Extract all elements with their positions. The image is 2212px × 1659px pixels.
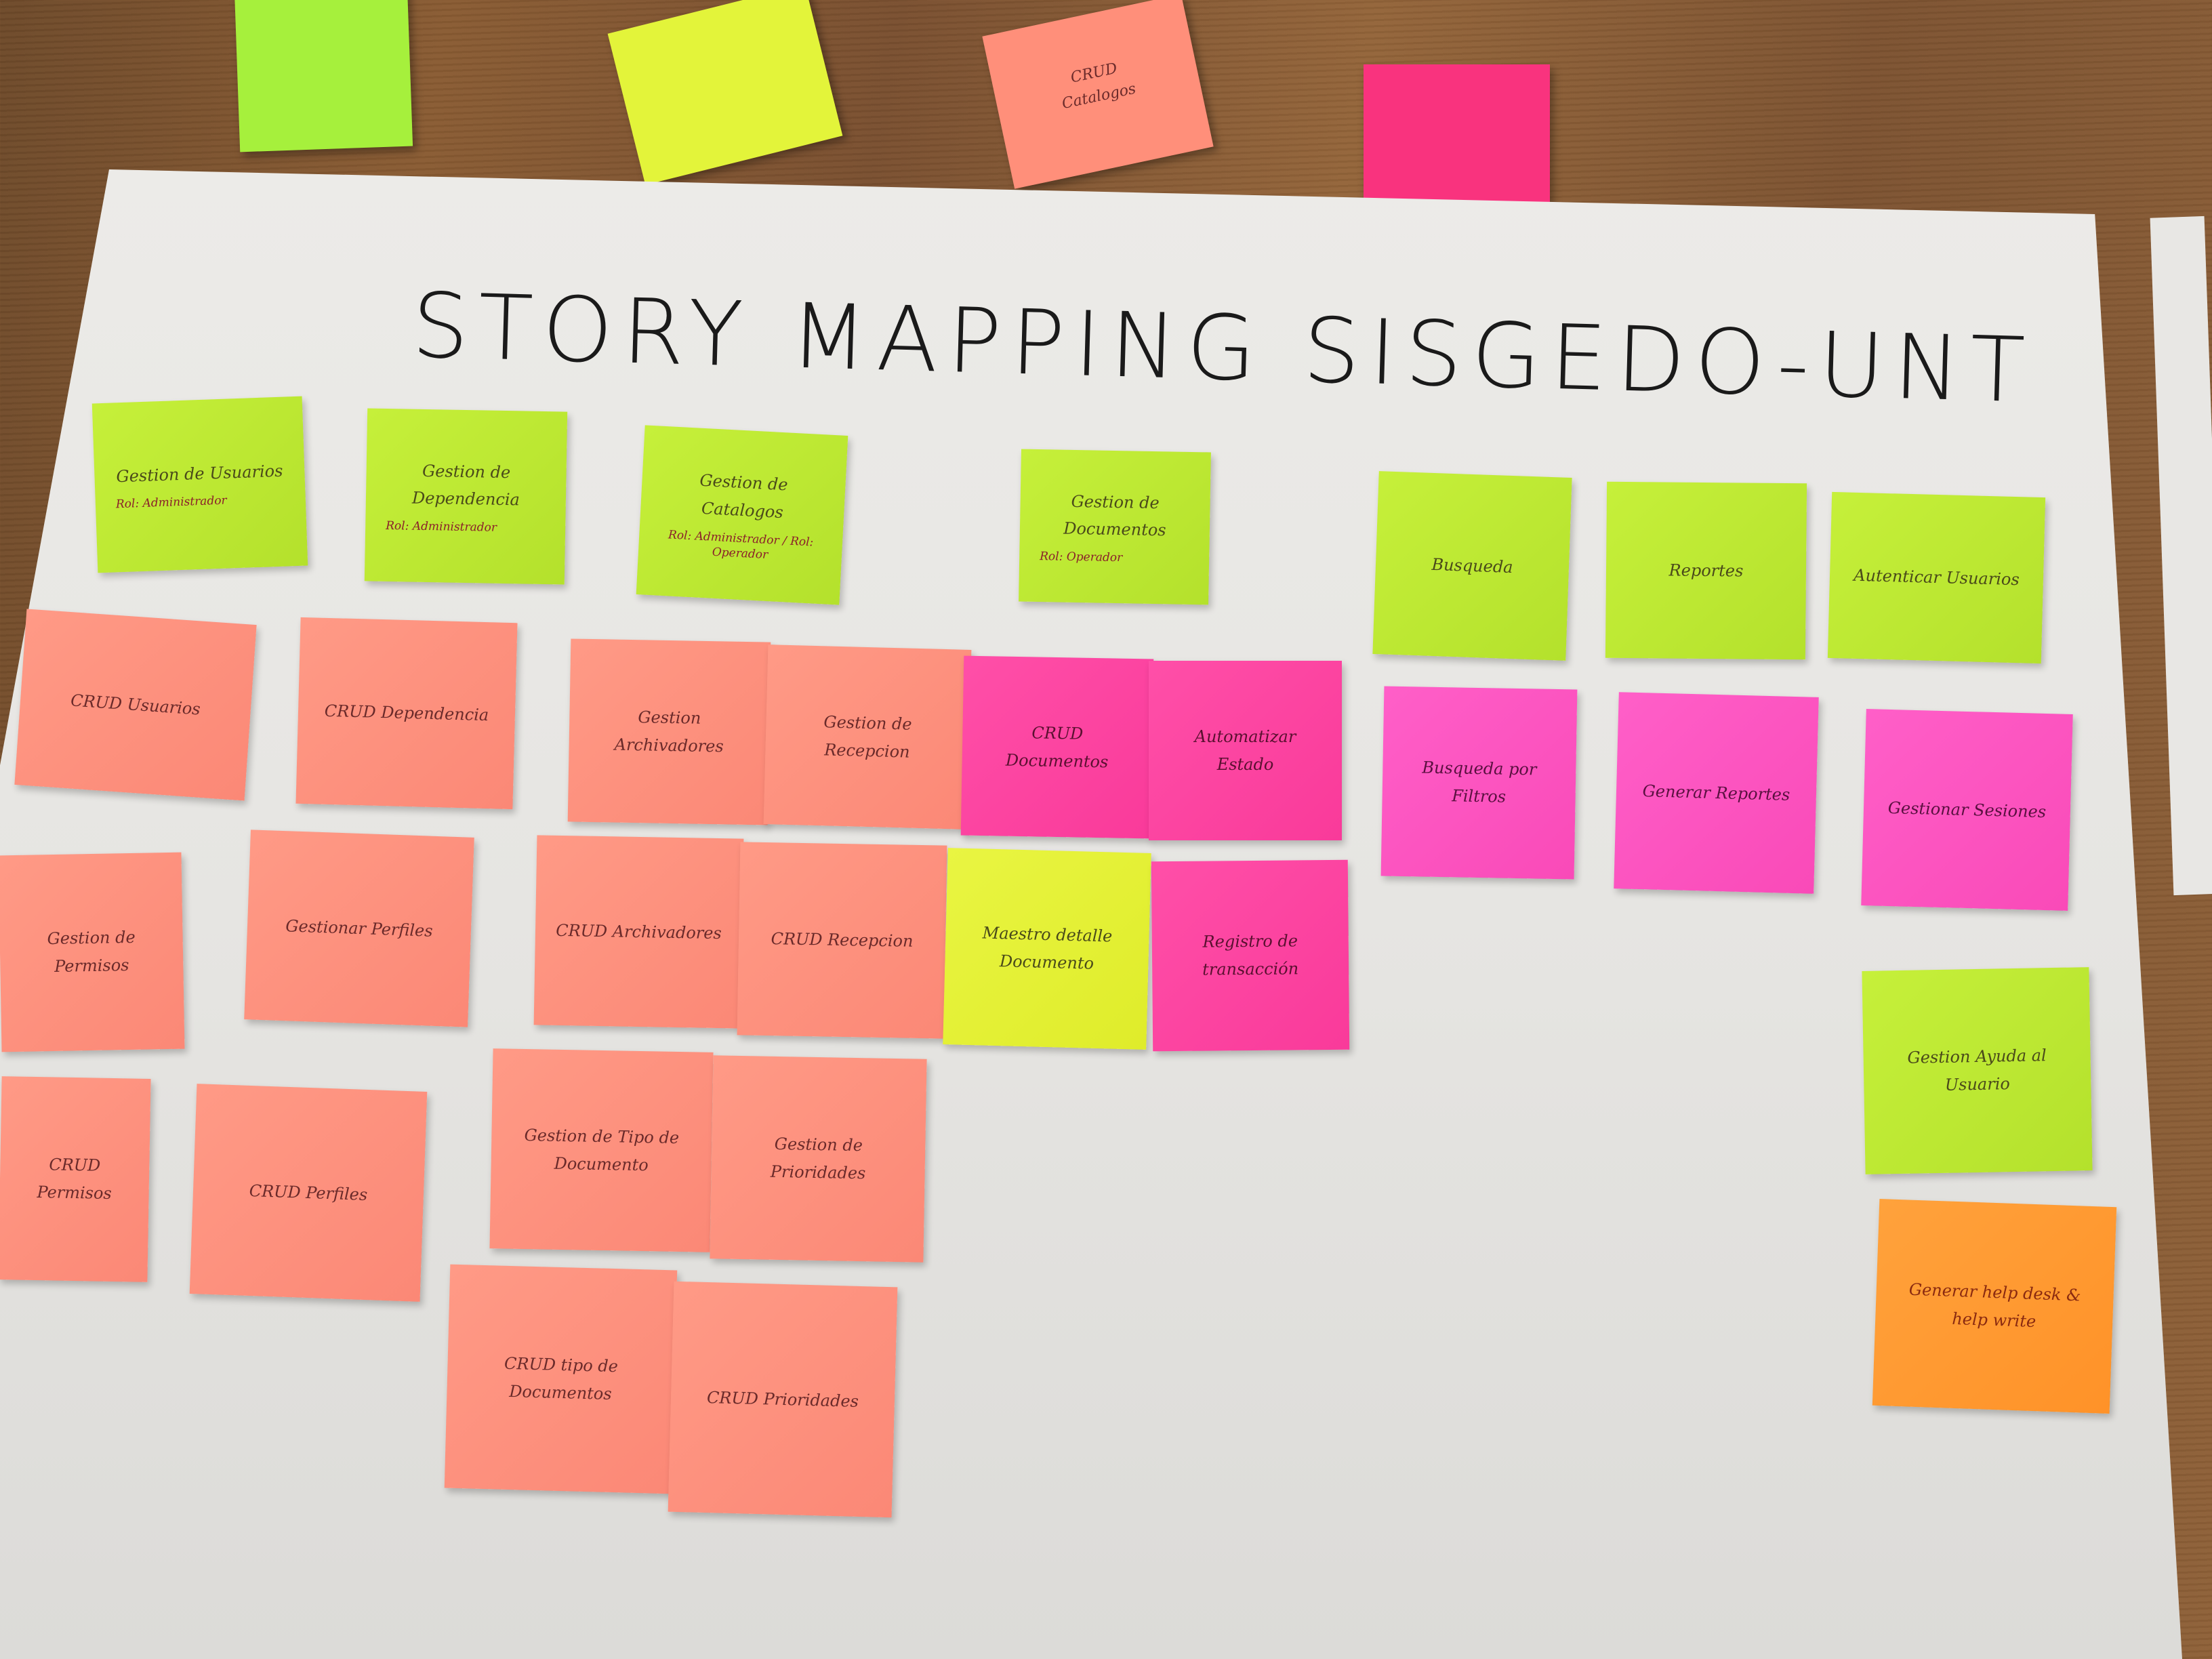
story-crud-usuarios: CRUD Usuarios: [14, 609, 257, 801]
note-label: Busqueda: [1431, 554, 1514, 577]
note-label: Gestion de Permisos: [47, 928, 136, 976]
story-gestion-tipo-documento: Gestion de Tipo de Documento: [489, 1048, 714, 1252]
story-generar-reportes: Generar Reportes: [1614, 692, 1819, 894]
story-registro-transaccion: Registro de transacción: [1151, 859, 1350, 1052]
note-label: CRUD Documentos: [1005, 723, 1109, 771]
note-label: CRUD Perfiles: [249, 1181, 368, 1204]
epic-reportes: Reportes: [1605, 481, 1807, 660]
note-label: Generar Reportes: [1642, 781, 1790, 804]
loose-green-note: [234, 0, 413, 152]
story-gestion-prioridades: Gestion de Prioridades: [710, 1055, 927, 1263]
note-label: Gestion de Documentos: [1063, 491, 1166, 540]
story-crud-archivadores: CRUD Archivadores: [533, 835, 744, 1029]
note-label: CRUD Recepcion: [771, 929, 914, 951]
note-label: Gestion de Catalogos: [699, 470, 789, 523]
story-maestro-detalle-documento: Maestro detalle Documento: [943, 848, 1151, 1050]
story-crud-documentos: CRUD Documentos: [960, 655, 1154, 839]
story-crud-tipo-documentos: CRUD tipo de Documentos: [444, 1264, 678, 1494]
note-label: Gestion Ayuda al Usuario: [1907, 1046, 2047, 1094]
note-label: CRUD Dependencia: [324, 701, 489, 725]
story-crud-perfiles: CRUD Perfiles: [189, 1084, 428, 1302]
note-label: Busqueda por Filtros: [1422, 758, 1537, 806]
note-label: CRUD Archivadores: [555, 920, 722, 943]
note-label: Gestion Archivadores: [614, 708, 724, 756]
story-gestion-recepcion: Gestion de Recepcion: [763, 644, 972, 830]
note-label: CRUD Prioridades: [706, 1387, 859, 1411]
epic-gestion-usuarios: Gestion de Usuarios Rol: Administrador: [91, 396, 308, 573]
note-role: Rol: Operador: [1040, 550, 1123, 565]
note-label: CRUD tipo de Documentos: [504, 1354, 619, 1404]
note-label: Gestionar Perfiles: [285, 916, 434, 941]
note-role: Rol: Administrador: [386, 519, 497, 535]
loose-note-label: CRUD Catalogos: [1060, 60, 1138, 113]
note-label: Automatizar Estado: [1194, 726, 1296, 774]
epic-gestion-ayuda-usuario: Gestion Ayuda al Usuario: [1862, 967, 2093, 1174]
story-gestionar-perfiles: Gestionar Perfiles: [244, 830, 474, 1027]
epic-gestion-catalogos: Gestion de Catalogos Rol: Administrador …: [636, 425, 848, 605]
note-label: Gestion de Tipo de Documento: [524, 1125, 680, 1174]
note-label: Registro de transacción: [1202, 931, 1299, 979]
story-gestionar-sesiones: Gestionar Sesiones: [1861, 709, 2073, 911]
story-gestion-archivadores: Gestion Archivadores: [567, 638, 771, 825]
note-label: Maestro detalle Documento: [982, 923, 1113, 973]
note-label: Gestion de Dependencia: [411, 461, 520, 510]
note-label: Gestion de Prioridades: [770, 1134, 866, 1183]
note-label: Gestion de Usuarios: [116, 461, 283, 486]
epic-gestion-documentos: Gestion de Documentos Rol: Operador: [1019, 449, 1211, 605]
note-label: Autenticar Usuarios: [1853, 565, 2020, 590]
note-label: Gestion de Recepcion: [823, 712, 912, 762]
story-automatizar-estado: Automatizar Estado: [1149, 661, 1342, 840]
note-label: Reportes: [1668, 560, 1744, 581]
story-busqueda-por-filtros: Busqueda por Filtros: [1380, 686, 1578, 880]
epic-busqueda: Busqueda: [1372, 471, 1572, 661]
epic-gestion-dependencia: Gestion de Dependencia Rol: Administrado…: [364, 408, 568, 585]
note-role: Rol: Administrador / Rol: Operador: [668, 528, 814, 562]
story-generar-help-desk: Generar help desk & help write: [1872, 1198, 2117, 1414]
note-role: Rol: Administrador: [115, 493, 227, 512]
story-crud-recepcion: CRUD Recepcion: [737, 842, 947, 1039]
story-crud-prioridades: CRUD Prioridades: [668, 1281, 898, 1518]
note-label: CRUD Usuarios: [70, 690, 201, 719]
story-gestion-permisos: Gestion de Permisos: [0, 852, 185, 1052]
story-crud-permisos: CRUD Permisos: [0, 1076, 151, 1282]
note-label: Generar help desk & help write: [1908, 1279, 2081, 1331]
story-crud-dependencia: CRUD Dependencia: [295, 617, 518, 810]
epic-autenticar-usuarios: Autenticar Usuarios: [1827, 491, 2046, 664]
note-label: CRUD Permisos: [37, 1155, 112, 1203]
note-label: Gestionar Sesiones: [1887, 798, 2047, 821]
